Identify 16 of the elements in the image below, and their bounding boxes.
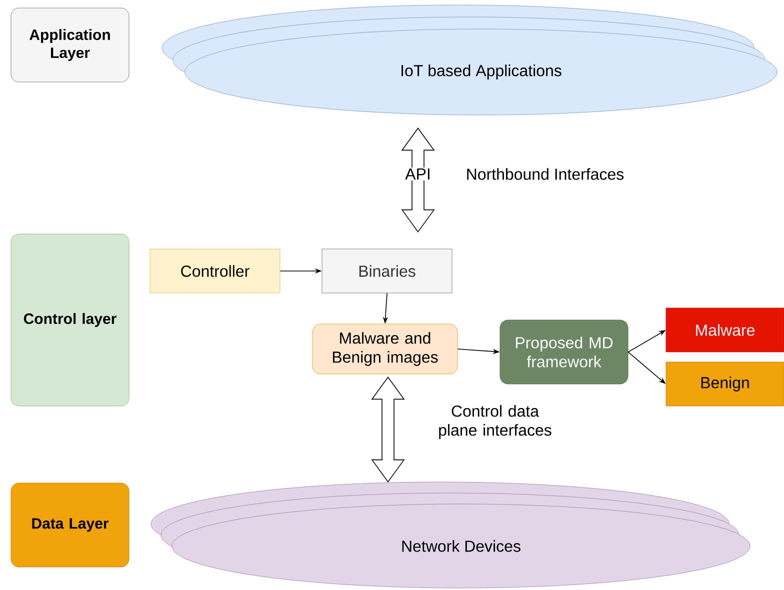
process-box: Controller [150,248,280,294]
layer-box: Application Layer [10,8,130,82]
ellipse-stack: IoT based Applications [162,4,778,116]
output-box: Malware [666,308,784,352]
hollow-arrow [371,376,405,482]
hollow-arrow [401,128,435,232]
annotation-text: Control data plane interfaces [439,405,552,439]
process-box: Binaries [322,248,452,294]
process-box: Malware and Benign images [312,324,458,374]
ellipse-stack: Network Devices [150,482,750,588]
layer-box: Data Layer [10,482,130,568]
output-box: Benign [666,362,784,406]
process-box: Proposed MD framework [500,320,628,384]
annotation-text: Northbound Interfaces [467,168,624,180]
edge-label: API [405,168,430,180]
layer-box: Control layer [10,234,130,406]
